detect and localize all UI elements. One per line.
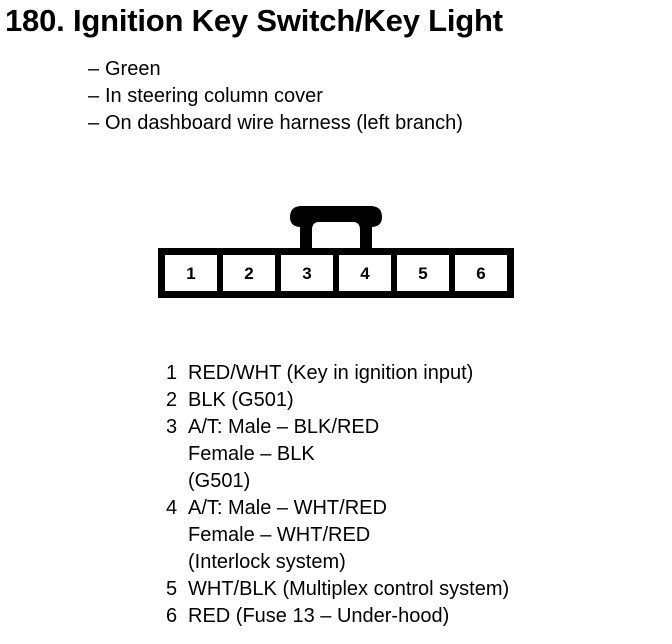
- pin-legend-number: 3: [166, 416, 178, 438]
- connector-pin-4: 4: [339, 255, 397, 291]
- pin-legend-number: 4: [166, 497, 178, 519]
- connector-pin-number: 3: [302, 263, 312, 283]
- connector-pin-number: 2: [244, 263, 254, 283]
- pin-legend-description: A/T: Male – BLK/RED Female – BLK (G501): [188, 414, 636, 495]
- connector-pin-3: 3: [281, 255, 339, 291]
- description-item-label: In steering column cover: [105, 85, 323, 107]
- pin-legend-line: Female – BLK: [188, 443, 315, 465]
- pin-legend-line: RED (Fuse 13 – Under-hood): [188, 605, 450, 627]
- connector-locking-tab-icon: [290, 206, 382, 250]
- pin-legend-line: (Interlock system): [188, 551, 346, 573]
- description-item: – On dashboard wire harness (left branch…: [88, 110, 648, 137]
- description-list: – Green – In steering column cover – On …: [88, 56, 648, 137]
- connector-pin-number: 5: [418, 263, 428, 283]
- description-item: – Green: [88, 56, 648, 83]
- pin-legend-row: 5 WHT/BLK (Multiplex control system): [166, 576, 636, 603]
- pin-legend-number: 2: [166, 389, 178, 411]
- connector-pin-1: 1: [165, 255, 223, 291]
- pin-legend-row: 4 A/T: Male – WHT/RED Female – WHT/RED (…: [166, 495, 636, 576]
- pin-legend-row: 2 BLK (G501): [166, 387, 636, 414]
- pin-legend-number: 6: [166, 605, 178, 627]
- connector-diagram: 1 2 3 4 5 6: [158, 204, 514, 298]
- connector-pin-number: 6: [476, 263, 486, 283]
- dash-icon: –: [88, 85, 100, 107]
- connector-pin-5: 5: [397, 255, 455, 291]
- description-item: – In steering column cover: [88, 83, 648, 110]
- connector-pin-2: 2: [223, 255, 281, 291]
- connector-pin-row: 1 2 3 4 5 6: [158, 248, 514, 298]
- pin-legend-row: 3 A/T: Male – BLK/RED Female – BLK (G501…: [166, 414, 636, 495]
- pin-legend-description: RED (Fuse 13 – Under-hood): [188, 603, 636, 630]
- pin-legend-line: WHT/BLK (Multiplex control system): [188, 578, 510, 600]
- pin-legend-line: Female – WHT/RED: [188, 524, 371, 546]
- pin-legend-number: 1: [166, 362, 178, 384]
- page-title: 180. Ignition Key Switch/Key Light: [5, 3, 503, 38]
- pin-legend-number: 5: [166, 578, 178, 600]
- connector-pin-6: 6: [455, 255, 507, 291]
- pin-legend-line: A/T: Male – BLK/RED: [188, 416, 380, 438]
- pin-legend-description: RED/WHT (Key in ignition input): [188, 360, 636, 387]
- pin-legend-description: WHT/BLK (Multiplex control system): [188, 576, 636, 603]
- description-item-label: Green: [105, 58, 161, 80]
- description-item-label: On dashboard wire harness (left branch): [105, 112, 463, 134]
- connector-pin-number: 4: [360, 263, 370, 283]
- pin-legend-row: 1 RED/WHT (Key in ignition input): [166, 360, 636, 387]
- connector-pin-number: 1: [186, 263, 196, 283]
- pin-legend-line: A/T: Male – WHT/RED: [188, 497, 387, 519]
- dash-icon: –: [88, 112, 100, 134]
- pin-legend-line: RED/WHT (Key in ignition input): [188, 362, 474, 384]
- pin-legend-list: 1 RED/WHT (Key in ignition input) 2 BLK …: [166, 360, 636, 630]
- pin-legend-description: A/T: Male – WHT/RED Female – WHT/RED (In…: [188, 495, 636, 576]
- pin-legend-line: BLK (G501): [188, 389, 294, 411]
- pin-legend-description: BLK (G501): [188, 387, 636, 414]
- dash-icon: –: [88, 58, 100, 80]
- pin-legend-row: 6 RED (Fuse 13 – Under-hood): [166, 603, 636, 630]
- pin-legend-line: (G501): [188, 470, 251, 492]
